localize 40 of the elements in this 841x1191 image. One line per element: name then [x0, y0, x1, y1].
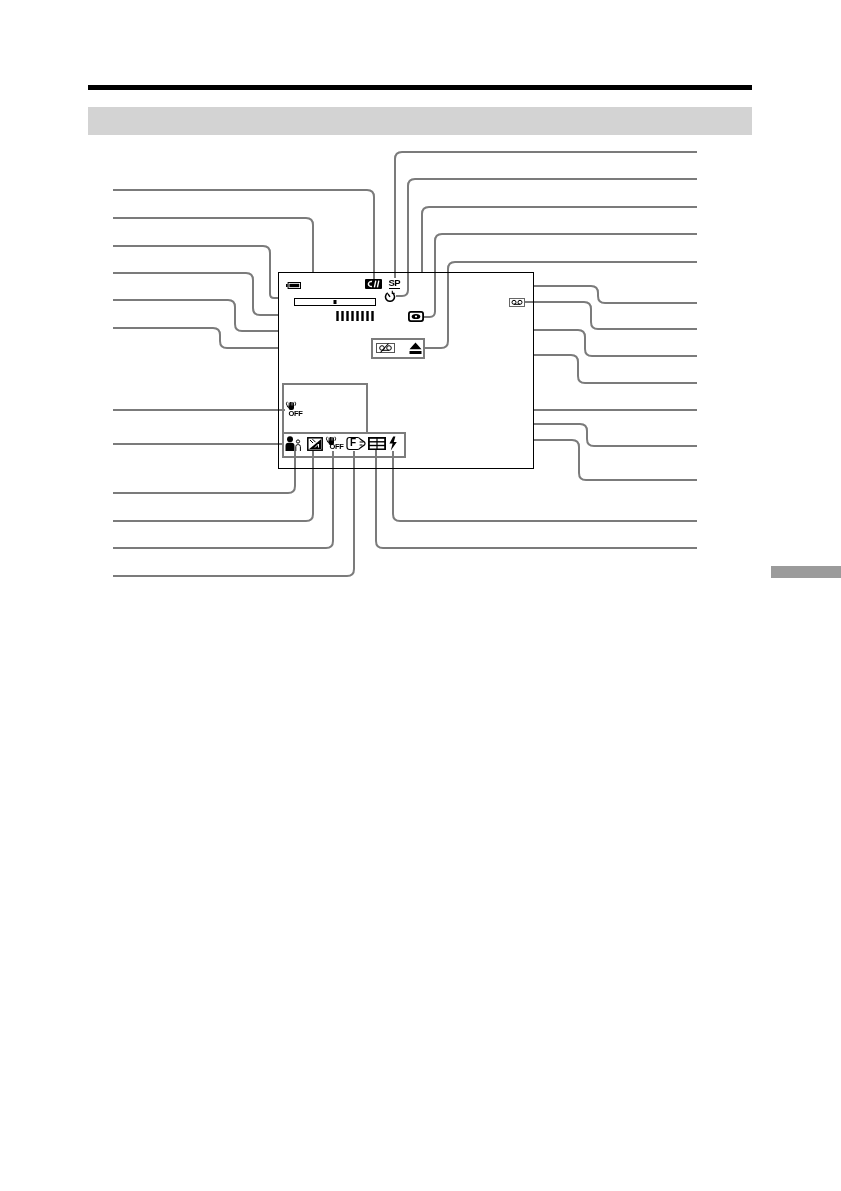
leader-line	[112, 189, 375, 280]
flash-icon	[387, 435, 398, 451]
grid-icon	[367, 436, 386, 450]
badge-icon	[364, 278, 382, 289]
leader-line	[112, 272, 279, 316]
leader-line	[421, 206, 698, 273]
leader-line	[394, 151, 698, 279]
eject-panel	[370, 337, 425, 359]
leader-line	[533, 439, 698, 481]
leader-line	[395, 178, 698, 297]
leader-line	[112, 450, 334, 549]
leader-line	[524, 301, 698, 330]
leader-line	[423, 233, 698, 318]
leader-line	[112, 443, 283, 445]
indicator-text: SP	[388, 277, 400, 289]
timer-icon	[383, 289, 396, 302]
leader-line	[112, 217, 314, 273]
leader-line	[533, 409, 698, 411]
leader-line	[112, 450, 296, 494]
leader-line	[424, 261, 698, 349]
leader-line	[375, 449, 698, 549]
indicator-panel	[281, 382, 368, 434]
leader-line	[112, 245, 279, 299]
leader-line	[533, 423, 698, 447]
leader-line	[533, 354, 698, 384]
leader-line	[112, 450, 314, 522]
leader-line	[112, 299, 279, 332]
leader-line	[392, 450, 698, 522]
leader-line	[112, 327, 279, 349]
leader-line	[112, 450, 355, 577]
indicator-strip	[281, 431, 406, 458]
eye-icon	[407, 310, 424, 322]
person-icon	[284, 435, 302, 451]
screen-frame	[278, 272, 534, 469]
leader-line	[533, 285, 698, 304]
leader-line	[533, 329, 698, 357]
cassette-icon	[508, 297, 525, 307]
backlight-icon	[306, 435, 323, 451]
indicator-text: F	[350, 438, 357, 448]
leader-line	[112, 409, 286, 411]
